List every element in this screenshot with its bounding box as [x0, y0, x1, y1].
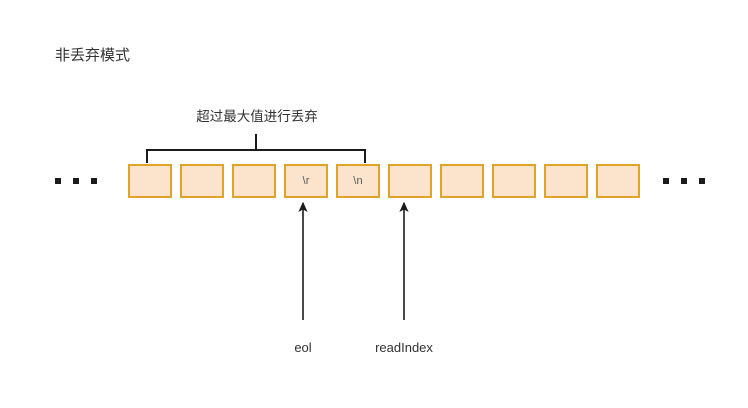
buffer-cell[interactable]	[180, 164, 224, 198]
buffer-cell-lf[interactable]: \n	[336, 164, 380, 198]
buffer-cell[interactable]	[232, 164, 276, 198]
pointer-label-readindex: readIndex	[375, 340, 433, 355]
buffer-cell[interactable]	[388, 164, 432, 198]
ellipsis-dot	[699, 178, 705, 184]
pointer-label-eol: eol	[294, 340, 312, 355]
buffer-cell-text: \r	[302, 174, 310, 187]
buffer-cell[interactable]	[596, 164, 640, 198]
buffer-cell-strip: \r \n	[128, 164, 640, 198]
ellipsis-dot	[91, 178, 97, 184]
buffer-cell[interactable]	[492, 164, 536, 198]
ellipsis-dot	[681, 178, 687, 184]
ellipsis-dot	[663, 178, 669, 184]
bracket-caption-label: 超过最大值进行丢弃	[196, 109, 318, 124]
buffer-cell-text: \n	[353, 174, 363, 187]
buffer-cell[interactable]	[128, 164, 172, 198]
diagram-title: 非丢弃模式	[55, 47, 131, 64]
ellipsis-dot	[55, 178, 61, 184]
ellipsis-right	[663, 178, 705, 184]
buffer-cell-cr[interactable]: \r	[284, 164, 328, 198]
buffer-cell[interactable]	[544, 164, 588, 198]
ellipsis-dot	[73, 178, 79, 184]
ellipsis-left	[55, 178, 97, 184]
buffer-cell[interactable]	[440, 164, 484, 198]
